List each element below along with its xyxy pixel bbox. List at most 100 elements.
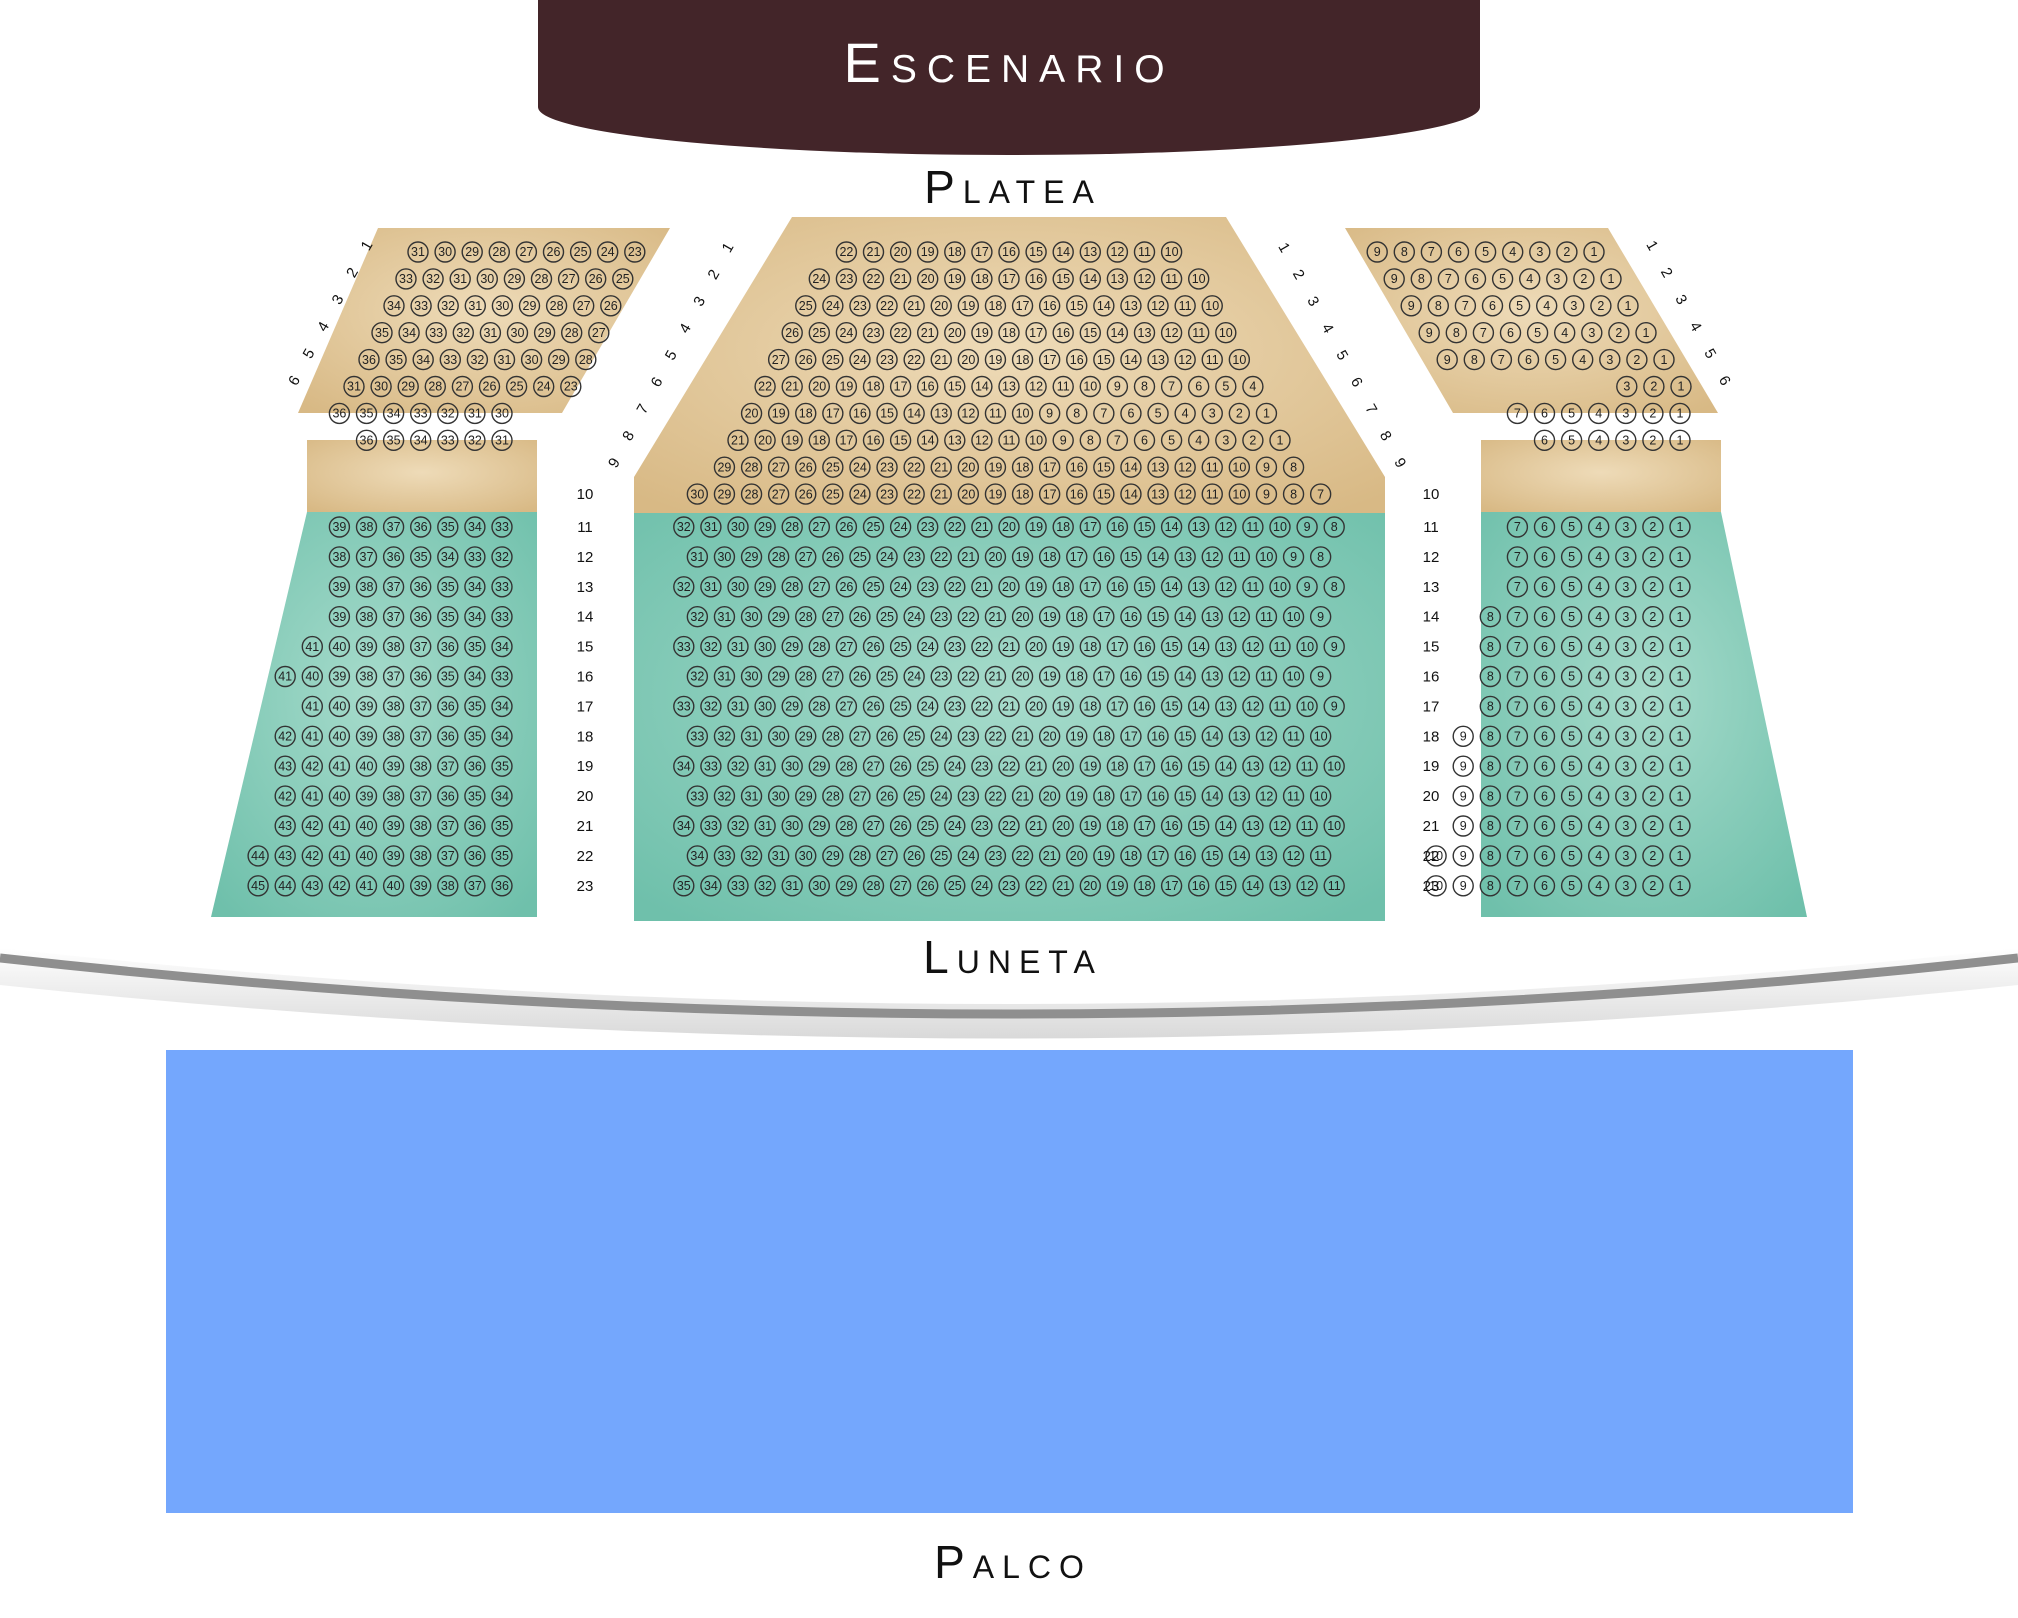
seat[interactable]: 1 — [1669, 402, 1691, 425]
seat[interactable]: 31 — [713, 665, 736, 688]
seat[interactable]: 14 — [1147, 546, 1169, 568]
seat-circle[interactable] — [328, 875, 351, 897]
seat[interactable]: 23 — [835, 268, 858, 290]
seat[interactable]: 2 — [1242, 429, 1264, 451]
seat-circle[interactable] — [461, 241, 483, 263]
seat-circle[interactable] — [849, 845, 871, 867]
seat-circle[interactable] — [1215, 429, 1237, 451]
seat[interactable]: 28 — [424, 375, 446, 398]
seat[interactable]: 24 — [903, 606, 925, 628]
seat-circle[interactable] — [862, 576, 885, 598]
seat-circle[interactable] — [1052, 695, 1074, 718]
seat[interactable]: 43 — [274, 845, 296, 867]
seat[interactable]: 6 — [1533, 785, 1556, 807]
seat-circle[interactable] — [1106, 375, 1129, 398]
seat-circle[interactable] — [1587, 429, 1610, 451]
seat-circle[interactable] — [700, 635, 722, 658]
seat[interactable]: 19 — [984, 456, 1007, 478]
seat[interactable]: 14 — [1187, 635, 1210, 658]
seat-circle[interactable] — [1615, 875, 1637, 897]
seat-circle[interactable] — [1506, 546, 1529, 568]
seat-circle[interactable] — [917, 516, 939, 538]
seat-circle[interactable] — [382, 875, 405, 897]
seat-circle[interactable] — [398, 322, 420, 344]
seat-circle[interactable] — [1490, 348, 1513, 371]
seat-circle[interactable] — [1533, 606, 1556, 628]
seat[interactable]: 4 — [1174, 402, 1196, 425]
seat-circle[interactable] — [355, 815, 378, 837]
seat[interactable]: 17 — [1011, 295, 1034, 317]
seat-circle[interactable] — [530, 268, 553, 290]
seat-circle[interactable] — [1079, 516, 1102, 538]
seat-circle[interactable] — [1228, 725, 1251, 747]
seat[interactable]: 16 — [1147, 725, 1169, 747]
seat[interactable]: 35 — [464, 635, 486, 658]
seat[interactable]: 8 — [1479, 665, 1502, 688]
seat[interactable]: 9 — [1296, 516, 1318, 538]
seat-circle[interactable] — [1560, 576, 1583, 598]
seat[interactable]: 16 — [1120, 665, 1142, 688]
seat-circle[interactable] — [1427, 295, 1450, 317]
seat-circle[interactable] — [1079, 635, 1102, 658]
seat[interactable]: 14 — [1093, 295, 1115, 317]
seat[interactable]: 41 — [355, 875, 378, 897]
seat-circle[interactable] — [491, 755, 513, 777]
seat[interactable]: 34 — [491, 785, 513, 807]
seat[interactable]: 34 — [464, 516, 486, 538]
seat-circle[interactable] — [1506, 785, 1529, 807]
seat-circle[interactable] — [1052, 576, 1074, 598]
seat-circle[interactable] — [1642, 875, 1664, 897]
seat[interactable]: 18 — [1106, 815, 1129, 837]
seat-circle[interactable] — [1560, 606, 1583, 628]
seat-circle[interactable] — [767, 606, 790, 628]
seat[interactable]: 8 — [1479, 755, 1502, 777]
seat[interactable]: 11 — [1228, 546, 1251, 568]
seat[interactable]: 3 — [1581, 322, 1603, 344]
seat[interactable]: 22 — [903, 456, 925, 478]
seat[interactable]: 7 — [1506, 402, 1529, 425]
seat-circle[interactable] — [1669, 845, 1691, 867]
seat[interactable]: 40 — [328, 635, 351, 658]
seat-circle[interactable] — [434, 241, 456, 263]
seat[interactable]: 28 — [781, 576, 803, 598]
seat-circle[interactable] — [491, 606, 513, 628]
seat[interactable]: 13 — [1201, 665, 1223, 688]
seat-circle[interactable] — [358, 348, 380, 371]
seat[interactable]: 33 — [439, 348, 461, 371]
seat[interactable]: 5 — [1526, 322, 1549, 344]
seat[interactable]: 16 — [1187, 875, 1210, 897]
seat[interactable]: 30 — [740, 606, 763, 628]
seat-circle[interactable] — [1615, 402, 1637, 425]
seat-circle[interactable] — [700, 695, 722, 718]
seat[interactable]: 8 — [1479, 875, 1502, 897]
seat-circle[interactable] — [1079, 375, 1102, 398]
seat[interactable]: 4 — [1587, 875, 1610, 897]
seat[interactable]: 29 — [808, 815, 830, 837]
seat[interactable]: 9 — [1255, 483, 1278, 505]
seat[interactable]: 26 — [862, 635, 885, 658]
seat[interactable]: 18 — [1106, 755, 1129, 777]
seat[interactable]: 31 — [713, 606, 736, 628]
seat-circle[interactable] — [542, 241, 565, 263]
seat-circle[interactable] — [1215, 695, 1237, 718]
seat[interactable]: 11 — [1242, 516, 1264, 538]
seat[interactable]: 24 — [957, 845, 980, 867]
seat[interactable]: 10 — [1282, 665, 1305, 688]
seat[interactable]: 22 — [998, 815, 1020, 837]
seat-circle[interactable] — [1296, 755, 1318, 777]
seat-circle[interactable] — [781, 375, 803, 398]
seat-circle[interactable] — [1526, 322, 1549, 344]
seat[interactable]: 40 — [355, 755, 378, 777]
seat-circle[interactable] — [1587, 665, 1610, 688]
seat-circle[interactable] — [1269, 815, 1291, 837]
seat[interactable]: 23 — [917, 516, 939, 538]
seat-circle[interactable] — [957, 483, 980, 505]
seat[interactable]: 8 — [1463, 348, 1486, 371]
seat[interactable]: 16 — [1120, 606, 1142, 628]
seat-circle[interactable] — [1201, 295, 1223, 317]
seat-circle[interactable] — [1025, 268, 1047, 290]
seat[interactable]: 12 — [1160, 322, 1183, 344]
seat-circle[interactable] — [1011, 725, 1034, 747]
seat[interactable]: 7 — [1106, 429, 1129, 451]
seat-circle[interactable] — [849, 785, 871, 807]
